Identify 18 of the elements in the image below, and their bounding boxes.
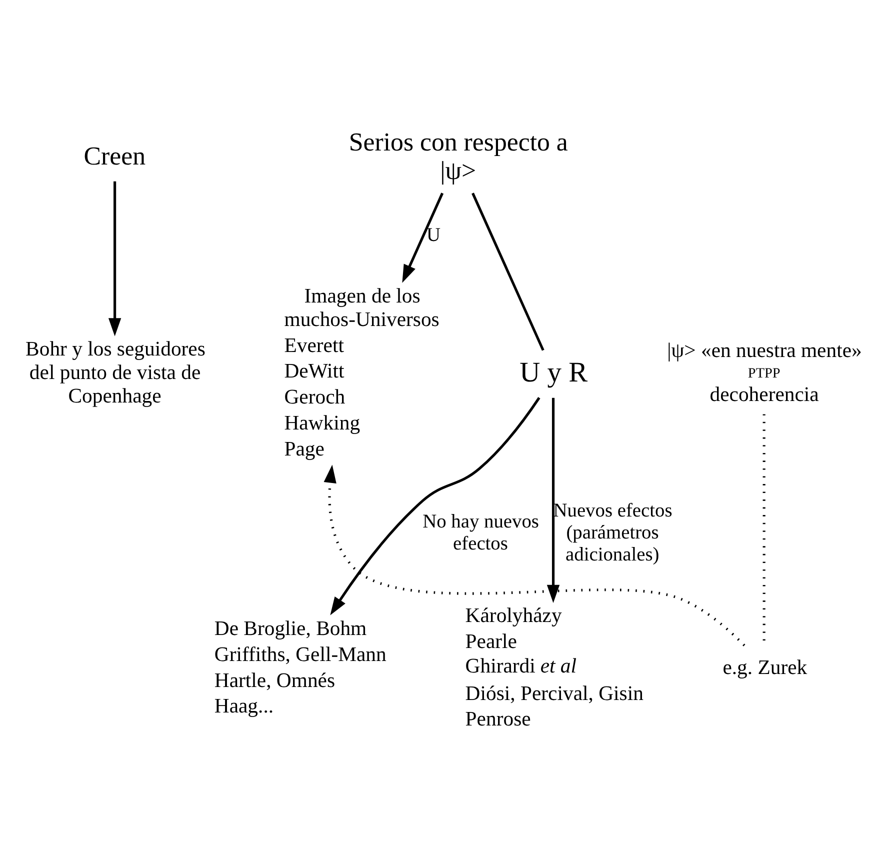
arrow <box>108 180 122 336</box>
node-text: De Broglie, Bohm Griffiths, Gell-Mann Hartle, Omnés Haag... <box>214 618 386 718</box>
node-text: Creen <box>84 141 146 170</box>
edge-label: No hay nuevos efectos <box>422 510 539 554</box>
node-text: U y R <box>520 356 588 388</box>
node-text: Serios con respecto a |ψ> <box>348 126 568 184</box>
edge-label: U <box>426 224 441 246</box>
arrow <box>546 397 560 603</box>
node-text: Imagen de los muchos-Universos Everett DeWitt Geroch Hawking Page <box>284 285 440 460</box>
edge-label: Nuevos efectos (parámetros adicionales) <box>553 500 672 565</box>
connector <box>472 192 544 350</box>
node-text: Károlyházy Pearle Ghirardi et al Diósi, Percival, Gisin Penrose <box>465 604 644 730</box>
node-text: |ψ> «en nuestra mente» PTPP decoherencia <box>667 340 862 406</box>
node-text: e.g. Zurek <box>722 656 808 678</box>
node-text: Bohr y los seguidores del punto de vista de Copenhage <box>26 338 206 407</box>
arrow <box>330 396 540 615</box>
arrow <box>402 192 444 282</box>
arrow <box>324 464 746 646</box>
